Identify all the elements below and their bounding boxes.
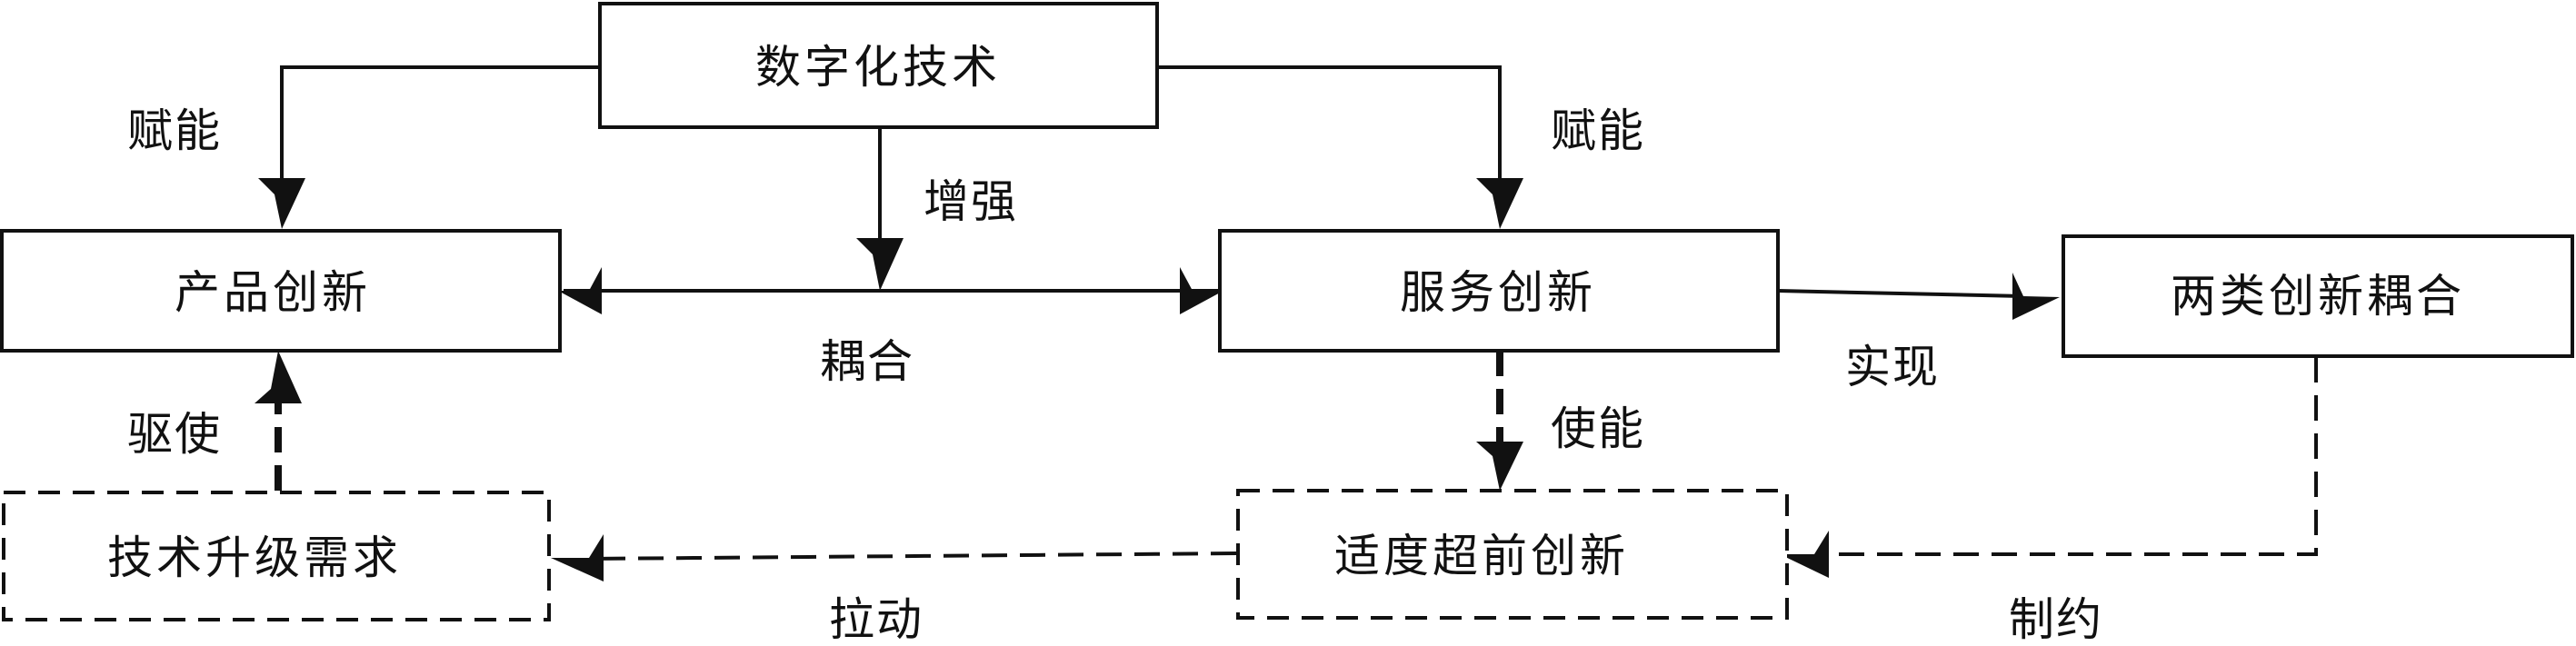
node-service-innovation: 服务创新 xyxy=(1218,229,1780,353)
edge-enable xyxy=(1476,351,1523,491)
node-moderate-advance-innovation: 适度超前创新 xyxy=(1236,489,1789,620)
node-tech-upgrade-demand-label: 技术升级需求 xyxy=(107,532,402,584)
edge-coupling xyxy=(558,267,1223,314)
arrowhead-right xyxy=(2012,273,2060,320)
arrowhead-left xyxy=(551,534,604,581)
nodes: 数字化技术 产品创新 服务创新 两类创新耦合 技术升级需求 适度超前创新 xyxy=(0,2,2574,621)
arrowhead-up xyxy=(255,351,302,403)
node-tech-upgrade-demand: 技术升级需求 xyxy=(2,491,551,621)
label-empower-right: 赋能 xyxy=(1551,104,1645,157)
label-enhance: 增强 xyxy=(924,175,1018,228)
edge-realize xyxy=(1777,273,2060,320)
arrowhead-left xyxy=(1780,531,1829,578)
node-service-innovation-label: 服务创新 xyxy=(1400,266,1596,319)
edge-enhance xyxy=(856,128,904,291)
label-drive: 驱使 xyxy=(127,408,222,461)
edge-labels: 赋能 赋能 增强 耦合 实现 使能 驱使 拉动 制约 xyxy=(127,104,2103,646)
edge-empower-service xyxy=(1157,65,1523,229)
arrowhead-left xyxy=(558,267,602,314)
node-product-innovation-label: 产品创新 xyxy=(175,266,371,319)
node-dual-coupling: 两类创新耦合 xyxy=(2062,234,2574,358)
label-realize: 实现 xyxy=(1845,341,1940,393)
node-dual-coupling-label: 两类创新耦合 xyxy=(2171,270,2465,323)
edge-constrain xyxy=(1780,357,2318,578)
arrowhead-down xyxy=(856,238,904,291)
node-moderate-advance-innovation-label: 适度超前创新 xyxy=(1334,530,1629,582)
arrowhead-down xyxy=(1476,178,1523,229)
label-enable: 使能 xyxy=(1551,403,1645,455)
edge-empower-product xyxy=(258,65,600,229)
arrowhead-right xyxy=(1180,267,1223,314)
label-pull: 拉动 xyxy=(829,593,924,646)
node-digital-tech: 数字化技术 xyxy=(598,2,1159,129)
edge-drive xyxy=(255,351,302,491)
edges xyxy=(255,65,2318,581)
label-constrain: 制约 xyxy=(2009,593,2103,646)
node-digital-tech-label: 数字化技术 xyxy=(755,41,1001,94)
label-coupling: 耦合 xyxy=(820,335,914,388)
arrowhead-down xyxy=(1476,442,1523,491)
arrowhead-down xyxy=(258,178,305,229)
label-empower-left: 赋能 xyxy=(127,104,222,157)
edge-pull xyxy=(551,534,1237,581)
node-product-innovation: 产品创新 xyxy=(0,229,562,353)
